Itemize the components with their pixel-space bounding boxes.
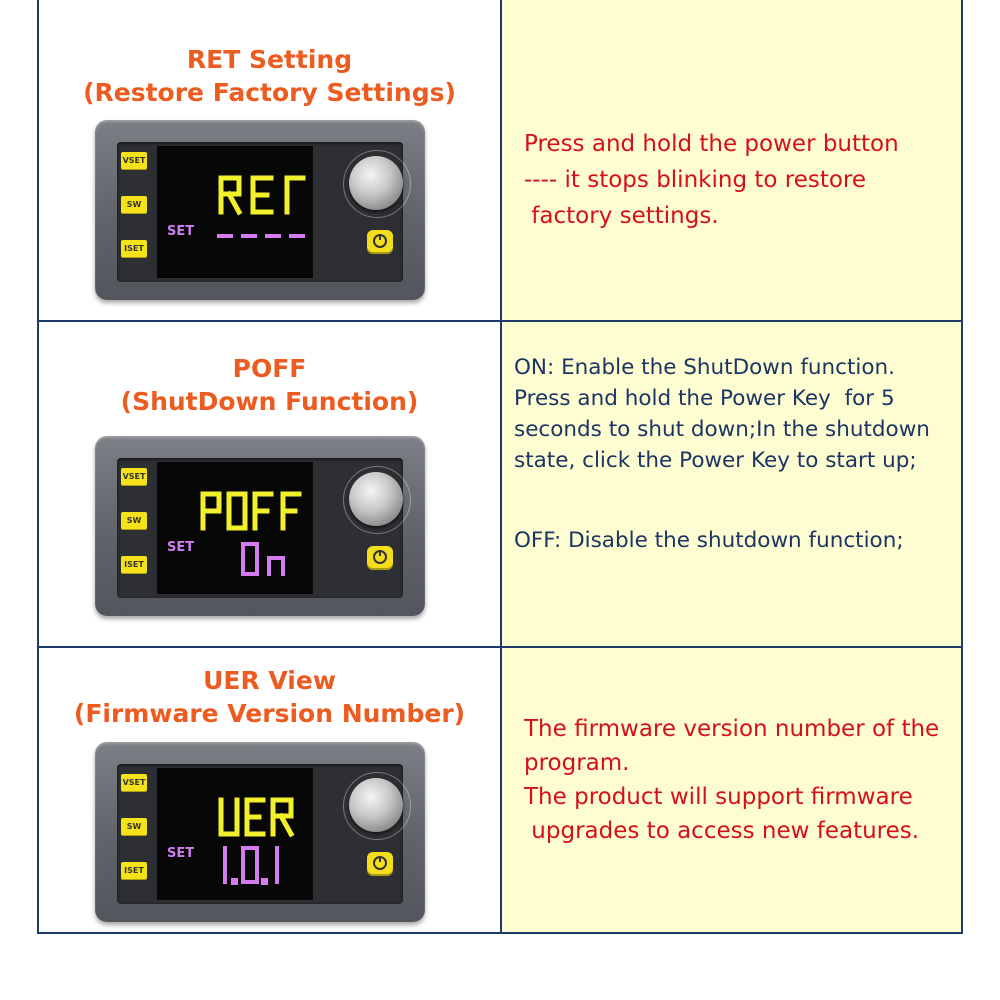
knob-ring	[343, 772, 411, 840]
description-line: ---- it stops blinking to restore	[524, 167, 867, 193]
sw-key: SW	[121, 512, 147, 530]
power-button-icon	[367, 852, 393, 876]
side-keys: VSET SW ISET	[121, 150, 147, 274]
title-line-2: (Restore Factory Settings)	[83, 78, 456, 107]
iset-key: ISET	[121, 240, 147, 258]
lcd-screen: SET	[157, 462, 313, 594]
description-line: factory settings.	[524, 203, 719, 229]
row-left-cell: POFF (ShutDown Function) VSET SW ISET	[39, 322, 500, 646]
row-left-cell: UER View (Firmware Version Number) VSET …	[39, 648, 500, 932]
sw-key: SW	[121, 196, 147, 214]
row-description: The firmware version number of the progr…	[524, 712, 939, 848]
rotary-knob-icon	[349, 472, 403, 526]
settings-table: RET Setting (Restore Factory Settings) V…	[37, 0, 963, 934]
vset-key: VSET	[121, 152, 147, 170]
description-line: upgrades to access new features.	[524, 818, 920, 844]
vset-key: VSET	[121, 468, 147, 486]
row-description: Press and hold the power button ---- it …	[524, 126, 899, 234]
vset-key: VSET	[121, 774, 147, 792]
row-title: UER View (Firmware Version Number)	[39, 664, 500, 730]
row-poff: POFF (ShutDown Function) VSET SW ISET	[39, 320, 961, 646]
iset-key: ISET	[121, 862, 147, 880]
knob-ring	[343, 150, 411, 218]
device-image: VSET SW ISET SET	[95, 436, 425, 616]
row-title: POFF (ShutDown Function)	[39, 352, 500, 418]
lcd-sub-reading	[217, 234, 305, 238]
lcd-sub-reading	[241, 542, 285, 576]
lcd-main-reading	[218, 797, 295, 838]
row-title: RET Setting (Restore Factory Settings)	[39, 43, 500, 109]
row-right-cell: ON: Enable the ShutDown function. Press …	[500, 322, 961, 646]
device-image: VSET SW ISET SET	[95, 742, 425, 922]
row-right-cell: Press and hold the power button ---- it …	[500, 0, 961, 320]
lcd-screen: SET	[157, 146, 313, 278]
description-line: OFF: Disable the shutdown function;	[514, 528, 904, 553]
row-left-cell: RET Setting (Restore Factory Settings) V…	[39, 0, 500, 320]
power-button-icon	[367, 230, 393, 254]
set-label: SET	[167, 224, 195, 239]
knob-ring	[343, 466, 411, 534]
description-line: The firmware version number of the	[524, 716, 940, 742]
device-panel: VSET SW ISET SET	[117, 764, 411, 904]
description-line: Press and hold the power button	[524, 131, 899, 157]
power-button-icon	[367, 546, 393, 570]
title-line-2: (Firmware Version Number)	[73, 699, 466, 728]
row-right-cell: The firmware version number of the progr…	[500, 648, 961, 932]
side-keys: VSET SW ISET	[121, 772, 147, 896]
title-line-1: POFF	[232, 354, 307, 383]
row-description: ON: Enable the ShutDown function. Press …	[514, 352, 930, 476]
device-image: VSET SW ISET SET	[95, 120, 425, 300]
iset-key: ISET	[121, 556, 147, 574]
rotary-knob-icon	[349, 156, 403, 210]
title-line-1: RET Setting	[186, 45, 353, 74]
description-line: Press and hold the Power Key for 5	[514, 386, 895, 411]
description-line: state, click the Power Key to start up;	[514, 448, 917, 473]
lcd-sub-reading	[223, 846, 279, 885]
set-label: SET	[167, 846, 195, 861]
device-panel: VSET SW ISET SET	[117, 142, 411, 282]
description-line: The product will support firmware	[524, 784, 913, 810]
description-line: program.	[524, 750, 630, 776]
sw-key: SW	[121, 818, 147, 836]
row-uer-view: UER View (Firmware Version Number) VSET …	[39, 646, 961, 932]
row-description-extra: OFF: Disable the shutdown function;	[514, 525, 904, 556]
lcd-main-reading	[200, 491, 302, 531]
lcd-main-reading	[218, 175, 306, 216]
side-keys: VSET SW ISET	[121, 466, 147, 590]
row-ret-setting: RET Setting (Restore Factory Settings) V…	[39, 0, 961, 320]
title-line-2: (ShutDown Function)	[120, 387, 419, 416]
title-line-1: UER View	[203, 666, 336, 695]
device-panel: VSET SW ISET SET	[117, 458, 411, 598]
lcd-screen: SET	[157, 768, 313, 900]
rotary-knob-icon	[349, 778, 403, 832]
description-line: seconds to shut down;In the shutdown	[514, 417, 930, 442]
set-label: SET	[167, 540, 195, 555]
description-line: ON: Enable the ShutDown function.	[514, 355, 896, 380]
